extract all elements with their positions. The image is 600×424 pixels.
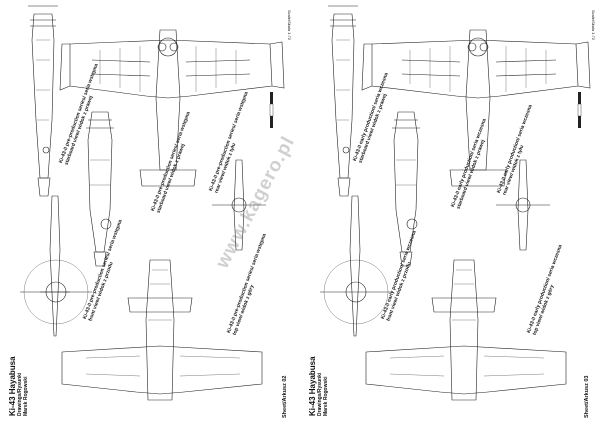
- top-view-drawing: [365, 259, 567, 401]
- scale-bar: [268, 90, 278, 140]
- side-view-drawing: [328, 5, 358, 197]
- blueprint-sheet-left: Scale/Skala 1:72 Ki-43-II pre-production…: [8, 5, 292, 419]
- scale-bar-graphic: [269, 92, 274, 128]
- aircraft-drawings: [320, 5, 591, 401]
- middle-side-view-drawing: [86, 111, 114, 267]
- title: Ki-43 Hayabusa: [308, 356, 317, 416]
- sheet-number: Sheet/Arkusz 02: [282, 375, 288, 419]
- top-view-drawing: [61, 259, 263, 401]
- scale-bar-graphic: [577, 92, 582, 128]
- middle-side-view-drawing: [392, 111, 420, 267]
- title-block: Ki-43 Hayabusa Drawings/Rysunki Marek Ro…: [8, 356, 29, 416]
- rear-view-drawing: [496, 159, 550, 251]
- rear-view-drawing: [212, 159, 266, 251]
- scale-label: Scale/Skala 1:72: [591, 10, 596, 41]
- title-sub-2: Marek Rogowski: [23, 376, 29, 416]
- bottom-view-drawing: [361, 29, 591, 187]
- bottom-view-drawing: [59, 29, 285, 187]
- title-sub-2: Marek Rogowski: [323, 376, 329, 416]
- title: Ki-43 Hayabusa: [8, 356, 17, 416]
- front-view-drawing: [20, 195, 92, 337]
- front-view-drawing: [320, 195, 392, 337]
- scale-label: Scale/Skala 1:72: [287, 10, 292, 41]
- blueprint-sheet-right: Scale/Skala 1:72 Ki-43-II early producti…: [300, 0, 600, 424]
- scale-bar: [576, 90, 586, 140]
- side-view-drawing: [28, 5, 58, 197]
- aircraft-drawings: [20, 5, 285, 401]
- sheet-number: Sheet/Arkusz 03: [584, 375, 590, 419]
- title-block: Ki-43 Hayabusa Drawings/Rysunki Marek Ro…: [308, 356, 329, 416]
